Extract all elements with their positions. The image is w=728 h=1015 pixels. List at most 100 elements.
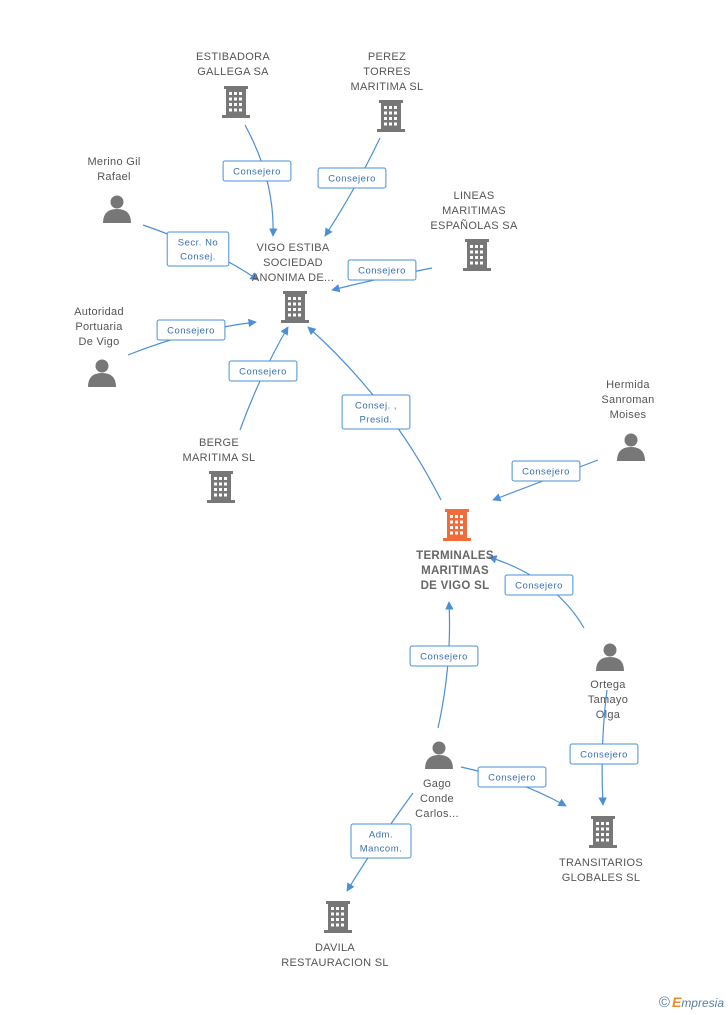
node-label: Gago (423, 778, 451, 790)
edge-gago-to-davila[interactable]: Adm. Mancom. (346, 792, 414, 892)
edge-label-box (569, 743, 639, 765)
edge-ortega-to-terminales[interactable]: Consejero (488, 555, 585, 629)
edge-label-text: Consej. (180, 252, 216, 263)
building-icon (463, 239, 491, 271)
node-label: SOCIEDAD (263, 257, 323, 269)
edge-autoridad-to-vigo_estiba[interactable]: Consejero (127, 318, 257, 356)
edge-label-box (409, 645, 479, 667)
node-label: DE VIGO SL (421, 580, 490, 592)
building-icon (207, 471, 235, 503)
edge-terminales-to-vigo_estiba[interactable]: Consej. , Presid. (307, 326, 442, 501)
edge-label-text: Adm. (369, 830, 393, 841)
edge-label-text: Consejero (328, 174, 376, 185)
node-davila[interactable]: DAVILA RESTAURACION SL (281, 901, 389, 969)
edge-label-text: Secr. No (178, 238, 218, 249)
node-transitarios[interactable]: TRANSITARIOS GLOBALES SL (559, 816, 643, 884)
edge-lineas-to-vigo_estiba[interactable]: Consejero (331, 259, 433, 293)
edge-label-text: Consejero (515, 581, 563, 592)
node-label: Hermida (606, 379, 650, 391)
empresia-logo-initial: E (671, 994, 682, 1010)
edge-label-box (347, 259, 417, 281)
node-gago[interactable]: GagoCondeCarlos... (415, 741, 459, 821)
edge-berge-to-vigo_estiba[interactable]: Consejero (228, 326, 298, 431)
edge-label-box (504, 574, 574, 596)
node-label: PEREZ (368, 51, 406, 63)
node-label: MARITIMA SL (183, 452, 256, 464)
node-label: MARITIMA SL (351, 81, 424, 93)
node-label: Sanroman (601, 394, 654, 406)
person-icon (103, 195, 131, 223)
node-label: LINEAS (454, 190, 495, 202)
edge-label-box (511, 460, 581, 482)
edge-merino-to-vigo_estiba[interactable]: Secr. No Consej. (142, 224, 259, 281)
node-perez_torres[interactable]: PEREZ TORRES MARITIMA SL (351, 51, 424, 132)
edge-label-text: Consejero (522, 467, 570, 478)
edge-label-box (166, 231, 230, 267)
edge-label-box (350, 823, 412, 859)
edge-label-box (228, 360, 298, 382)
edge-perez_torres-to-vigo_estiba[interactable]: Consejero (317, 137, 387, 237)
node-label: ESTIBADORA (196, 51, 270, 63)
edge-label-text: Consejero (239, 367, 287, 378)
edge-gago-to-terminales[interactable]: Consejero (409, 601, 479, 729)
edge-label-box (317, 167, 387, 189)
edge-label-text: Consejero (358, 266, 406, 277)
empresia-watermark: ©Empresia (659, 994, 724, 1011)
node-label: Tamayo (588, 694, 628, 706)
edge-gago-to-transitarios[interactable]: Consejero (460, 766, 567, 807)
node-label: Moises (610, 409, 647, 421)
node-label: Rafael (97, 171, 131, 183)
copyright-symbol: © (658, 994, 670, 1011)
building-icon (324, 901, 352, 933)
edge-label-box (341, 394, 411, 430)
edge-label-text: Consejero (488, 773, 536, 784)
node-label: DAVILA (315, 942, 355, 954)
node-label: Autoridad (74, 306, 124, 318)
edge-label-box (477, 766, 547, 788)
edge-estibadora-to-vigo_estiba[interactable]: Consejero (222, 124, 292, 237)
edge-label-text: Consejero (167, 326, 215, 337)
building-icon (281, 291, 309, 323)
node-label: Portuaria (75, 321, 123, 333)
node-label: Merino Gil (87, 156, 140, 168)
person-icon (425, 741, 453, 769)
node-label: De Vigo (78, 336, 119, 348)
node-label: ESPAÑOLAS SA (430, 219, 518, 232)
node-label: Conde (420, 793, 454, 805)
node-label: RESTAURACION SL (281, 957, 389, 969)
edge-label-box (222, 160, 292, 182)
edge-label-text: Mancom. (360, 844, 403, 855)
node-label: TRANSITARIOS (559, 857, 643, 869)
node-label: GLOBALES SL (562, 872, 641, 884)
edge-ortega-to-transitarios[interactable]: Consejero (569, 689, 639, 806)
edge-label-text: Consejero (580, 750, 628, 761)
node-label: Olga (596, 709, 621, 721)
person-icon (617, 433, 645, 461)
node-label: VIGO ESTIBA (257, 242, 330, 254)
node-label: MARITIMAS (421, 565, 489, 577)
edge-label-text: Consejero (420, 652, 468, 663)
node-label: Ortega (590, 679, 626, 691)
edge-label-text: Presid. (359, 415, 392, 426)
edge-label-text: Consejero (233, 167, 281, 178)
node-label: TORRES (363, 66, 410, 78)
building-icon (377, 100, 405, 132)
edge-hermida-to-terminales[interactable]: Consejero (492, 459, 599, 502)
building-icon (443, 509, 471, 541)
edge-label-box (156, 319, 226, 341)
empresia-logo-text: mpresia (681, 996, 724, 1010)
edge-label-text: Consej. , (355, 401, 397, 412)
person-icon (88, 359, 116, 387)
